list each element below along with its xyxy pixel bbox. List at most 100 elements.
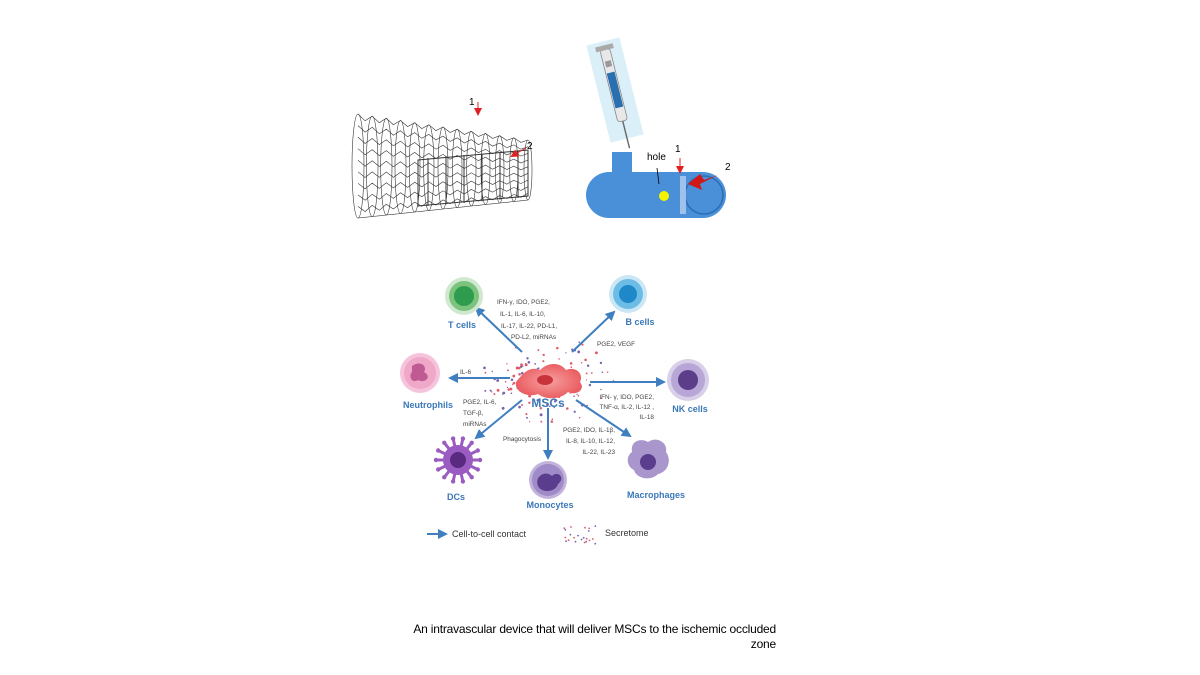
secretome-dot xyxy=(504,380,507,383)
stent-strut xyxy=(357,159,529,171)
macrophage-icon xyxy=(627,439,669,479)
arrow-to-dcs xyxy=(474,399,523,440)
secretome-dot xyxy=(570,526,572,528)
secretome-dot xyxy=(563,527,566,530)
secretome-dot xyxy=(539,406,543,410)
secretome-dot xyxy=(512,374,516,378)
dc-dendrite-tip xyxy=(477,457,483,463)
delivery-device-illustration: hole 1 2 xyxy=(586,37,731,218)
secretome-dot xyxy=(501,406,505,410)
secretome-dot xyxy=(491,391,493,393)
stent-ring xyxy=(452,128,463,208)
factor-line: IFN- γ, IDO, PGE2, xyxy=(599,394,654,401)
dc-dendrite-tip xyxy=(450,436,456,441)
secretome-dot xyxy=(582,536,585,539)
secretome-dot xyxy=(556,346,559,350)
secretome-dot xyxy=(489,389,492,392)
factors-neutrophils: IL-6 xyxy=(460,369,471,376)
legend-contact-label: Cell-to-cell contact xyxy=(452,529,527,539)
stent-strut xyxy=(357,113,529,143)
stent-strut xyxy=(357,199,529,219)
factors-monocytes: Phagocytosis xyxy=(503,436,541,443)
secretome-dot xyxy=(527,361,531,364)
stent-ring xyxy=(394,120,407,214)
dendritic-cell-icon xyxy=(433,436,483,484)
secretome-dot xyxy=(537,367,540,370)
secretome-dot xyxy=(578,341,580,343)
legend-secretome-icon xyxy=(563,525,597,545)
secretome-dot xyxy=(583,541,586,544)
secretome-dot xyxy=(606,371,609,373)
stent-strut xyxy=(357,125,529,150)
stent-ring xyxy=(509,137,519,202)
dc-dendrite-tip xyxy=(460,479,466,484)
secretome-dot xyxy=(569,362,573,365)
secretome-dot xyxy=(584,526,586,529)
secretome-dot xyxy=(540,420,543,423)
secretome-dot xyxy=(594,351,598,355)
stent-strut xyxy=(357,179,529,190)
neutrophil-icon xyxy=(400,353,440,393)
syringe-icon xyxy=(586,37,644,149)
factors-dcs: PGE2, IL-6, TGF-β, miRNAs xyxy=(463,399,497,428)
stent-strut xyxy=(357,148,529,164)
stent-mesh xyxy=(351,113,533,219)
b-cell-icon xyxy=(609,275,647,313)
secretome-dot xyxy=(580,538,583,541)
factor-line: PD-L2, miRNAs xyxy=(511,334,556,341)
factor-line: PGE2, IL-6, xyxy=(463,399,497,406)
secretome-dot xyxy=(600,397,602,399)
secretome-dot xyxy=(518,373,521,376)
catheter-body xyxy=(586,172,726,218)
arrow-to-b-cells xyxy=(571,310,616,353)
macrophages-label: Macrophages xyxy=(627,490,685,500)
dc-dendrite-tip xyxy=(436,448,441,453)
secretome-dot xyxy=(567,539,570,542)
secretome-dot xyxy=(526,416,528,419)
secretome-dot xyxy=(566,407,569,410)
secretome-dot xyxy=(574,540,577,543)
secretome-dot xyxy=(542,360,545,363)
t-cells-label: T cells xyxy=(448,320,476,330)
stent-end-cage xyxy=(417,149,529,207)
secretome-dot xyxy=(600,388,602,391)
secretome-dot xyxy=(577,350,581,354)
secretome-dot xyxy=(564,536,567,539)
secretome-dot xyxy=(496,379,500,382)
secretome-dot xyxy=(512,383,514,386)
dc-dendrite-tip xyxy=(433,457,439,463)
secretome-dot xyxy=(591,538,594,540)
factor-line: miRNAs xyxy=(463,421,486,428)
secretome-dot xyxy=(585,379,588,381)
secretome-dot xyxy=(528,421,531,423)
dc-dendrite-tip xyxy=(469,440,474,445)
diagram-legend: Cell-to-cell contact Secretome xyxy=(427,525,649,545)
device-label-1: 1 xyxy=(675,144,681,155)
secretome-dot xyxy=(588,527,591,530)
caption-line-1: An intravascular device that will delive… xyxy=(413,622,776,636)
secretome-dot xyxy=(599,361,603,365)
msc-label: MSCs xyxy=(531,396,565,410)
secretome-dot xyxy=(580,361,583,364)
secretome-dot xyxy=(542,353,545,357)
secretome-dot xyxy=(564,528,567,531)
secretome-dot xyxy=(586,364,590,367)
secretome-dot xyxy=(509,387,513,391)
secretome-dot xyxy=(484,371,487,374)
secretome-dot xyxy=(570,366,573,369)
secretome-dot xyxy=(510,392,513,395)
secretome-dot xyxy=(588,539,591,542)
secretome-dot xyxy=(491,370,493,373)
stent-ring xyxy=(466,131,477,207)
secretome-dot xyxy=(590,372,593,374)
stent-label-1: 1 xyxy=(469,97,475,108)
stent-strut xyxy=(357,171,529,178)
device-label-2: 2 xyxy=(725,162,731,173)
nk-cell-icon xyxy=(667,359,709,401)
dc-dendrite-tip xyxy=(469,475,474,480)
secretome-dot xyxy=(594,542,597,545)
secretome-dot xyxy=(536,399,539,402)
secretome-dot xyxy=(573,410,576,413)
secretome-dot xyxy=(525,363,527,365)
secretome-dot xyxy=(581,343,584,346)
